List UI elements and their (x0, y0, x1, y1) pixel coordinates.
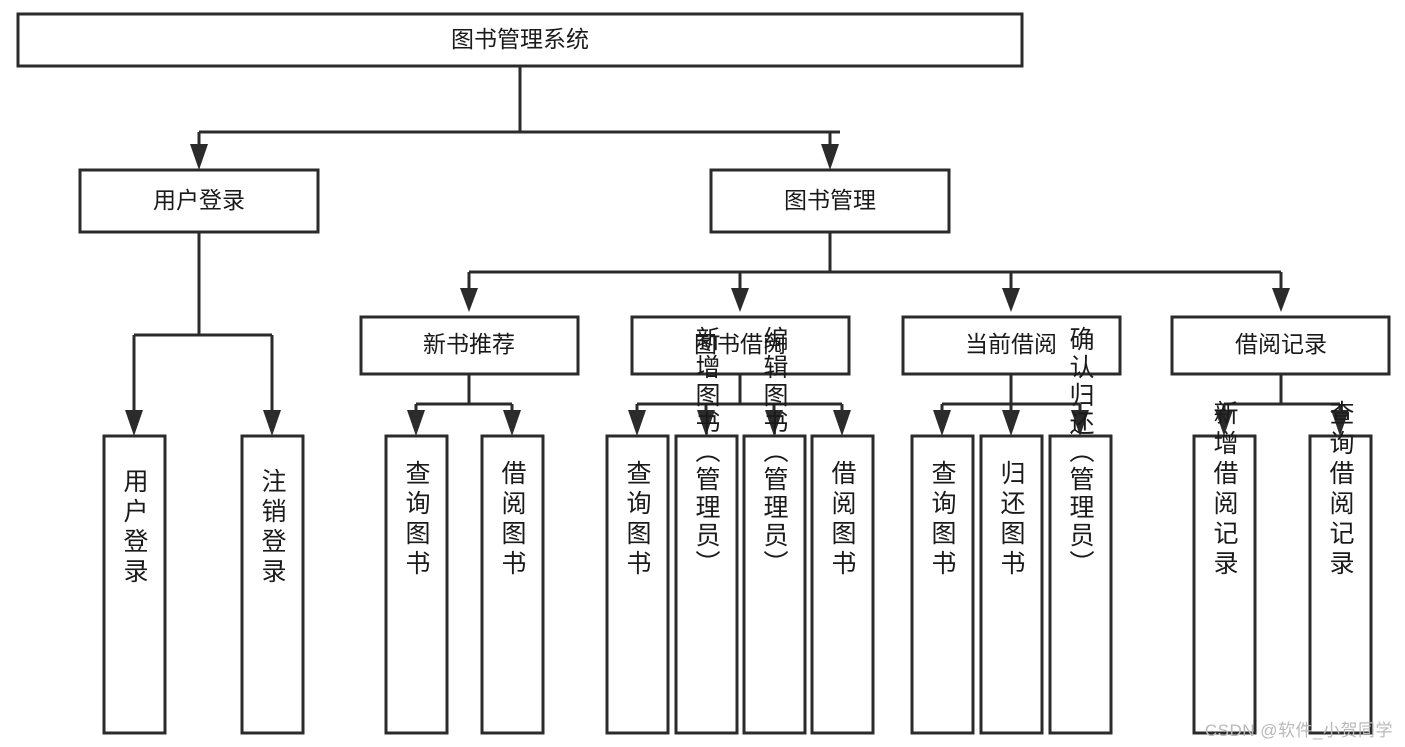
leaf-node-query-book-recommend[interactable]: 查询图书 (384, 434, 449, 735)
leaf-label: 用户登录 (120, 468, 149, 588)
arrow-icon (833, 410, 851, 436)
node-label: 借阅记录 (1235, 331, 1327, 357)
arrow-icon (125, 410, 143, 436)
arrow-icon (628, 410, 646, 436)
arrow-icon (697, 410, 715, 436)
node-book-borrow[interactable]: 图书借阅 (630, 315, 851, 376)
node-label: 图书管理 (784, 187, 876, 213)
arrow-icon (1071, 410, 1089, 436)
leaf-label: 确认归还（管理员） (1066, 326, 1095, 578)
leaf-node-borrow-book-recommend[interactable]: 借阅图书 (480, 434, 545, 735)
arrow-icon (765, 410, 783, 436)
arrow-icon (1331, 410, 1349, 436)
node-label: 图书借阅 (694, 331, 786, 357)
arrow-icon (821, 144, 839, 170)
csdn-watermark: CSDN @软件_小贺同学 (1204, 721, 1393, 740)
leaf-node-query-book-current[interactable]: 查询图书 (910, 434, 975, 735)
arrow-icon (731, 288, 749, 312)
node-borrow-record[interactable]: 借阅记录 (1170, 315, 1391, 376)
leaf-label: 查询图书 (928, 460, 957, 580)
node-root-book-management-system[interactable]: 图书管理系统 (16, 12, 1024, 68)
arrow-icon (1002, 410, 1020, 436)
arrow-icon (1215, 410, 1233, 436)
leaf-node-edit-book-admin[interactable]: 编辑图书（管理员） (742, 326, 807, 735)
leaf-node-logout[interactable]: 注销登录 (240, 434, 305, 735)
leaf-node-add-book-admin[interactable]: 新增图书（管理员） (674, 326, 739, 735)
arrow-icon (263, 410, 281, 436)
connector-userlogin-to-leaves (125, 232, 281, 436)
arrow-icon (460, 288, 478, 312)
node-label: 当前借阅 (965, 331, 1057, 357)
leaf-node-query-borrow-record[interactable]: 查询借阅记录 (1308, 400, 1373, 735)
node-label: 新书推荐 (423, 331, 515, 357)
leaf-label: 编辑图书（管理员） (760, 326, 789, 578)
node-user-login[interactable]: 用户登录 (78, 168, 320, 234)
connector-bookborrow-to-leaves (628, 374, 851, 436)
arrow-icon (190, 144, 208, 170)
connector-borrowrecord-to-leaves (1215, 374, 1349, 436)
leaf-node-borrow-book[interactable]: 借阅图书 (810, 434, 875, 735)
arrow-icon (503, 410, 521, 436)
leaf-node-query-book-borrow[interactable]: 查询图书 (605, 434, 670, 735)
node-label: 用户登录 (153, 187, 245, 213)
arrow-icon (1002, 288, 1020, 312)
leaf-label: 查询图书 (623, 460, 652, 580)
leaf-label: 查询图书 (402, 460, 431, 580)
connector-currentborrow-to-leaves (933, 374, 1089, 436)
node-current-borrow[interactable]: 当前借阅 (901, 315, 1122, 376)
leaf-node-add-borrow-record[interactable]: 新增借阅记录 (1192, 400, 1257, 735)
node-book-management[interactable]: 图书管理 (709, 168, 951, 234)
leaf-label: 查询借阅记录 (1326, 400, 1355, 580)
arrow-icon (407, 410, 425, 436)
connector-newbook-to-leaves (407, 374, 521, 436)
arrow-icon (1272, 288, 1290, 312)
leaf-node-user-login-action[interactable]: 用户登录 (102, 434, 167, 735)
connector-bookmgmt-to-level3 (460, 232, 1290, 312)
connector-root-to-level2 (190, 66, 840, 170)
leaf-label: 新增图书（管理员） (692, 326, 721, 578)
leaf-label: 借阅图书 (828, 460, 857, 580)
leaf-label: 注销登录 (258, 468, 287, 588)
node-label: 图书管理系统 (451, 26, 589, 52)
leaf-node-confirm-return-admin[interactable]: 确认归还（管理员） (1048, 326, 1113, 735)
arrow-icon (933, 410, 951, 436)
leaf-node-return-book[interactable]: 归还图书 (979, 434, 1044, 735)
leaf-label: 借阅图书 (498, 460, 527, 580)
leaf-label: 归还图书 (997, 460, 1026, 580)
node-new-book-recommend[interactable]: 新书推荐 (359, 315, 580, 376)
leaf-label: 新增借阅记录 (1210, 400, 1239, 580)
